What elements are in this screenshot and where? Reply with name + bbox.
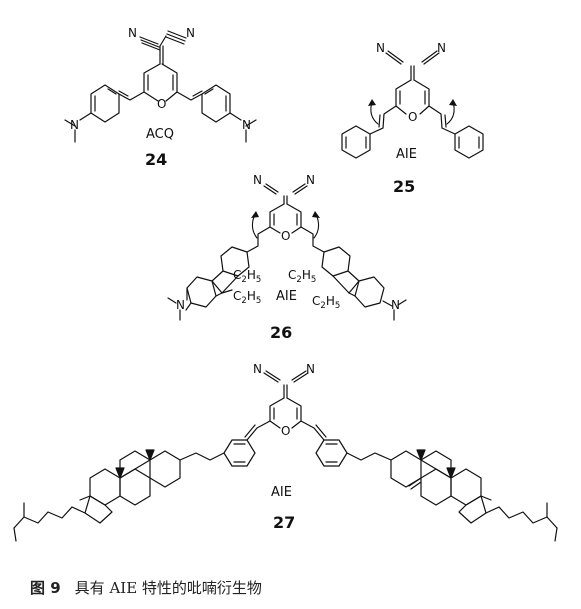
compound-24-ring-oxygen: O <box>157 97 166 111</box>
compound-27-ring-oxygen: O <box>281 424 290 438</box>
figure-label: 图 9 <box>30 579 61 597</box>
compound-24-structure <box>64 30 257 143</box>
figure-caption-text: 具有 AIE 特性的吡喃衍生物 <box>74 579 262 597</box>
compound-26-tag: AIE <box>276 289 297 304</box>
compound-24-tag: ACQ <box>146 127 174 142</box>
compound-25-nitrile-n-left: N <box>376 41 385 55</box>
compound-26-nitrile-n-right: N <box>306 173 315 187</box>
compound-24-number: 24 <box>145 150 167 169</box>
compound-27-nitrile-n-left: N <box>253 362 262 376</box>
compound-26-ethyl-lower-right: C2H5 <box>312 294 340 311</box>
compound-26-ring-oxygen: O <box>281 229 290 243</box>
compound-24-nitrile-n-right: N <box>186 26 195 40</box>
compound-26-ethyl-lower-left: C2H5 <box>233 289 261 306</box>
compound-25-nitrile-n-right: N <box>437 41 446 55</box>
compound-24-amine-n-left: N <box>70 118 79 132</box>
compound-27-structure <box>13 370 558 542</box>
compound-24-amine-n-right: N <box>242 118 251 132</box>
compound-27-number: 27 <box>273 513 295 532</box>
chemical-structures-figure: N N O N N ACQ 24 N N O AIE 25 <box>13 26 558 542</box>
compound-25-tag: AIE <box>396 147 417 162</box>
compound-25-structure <box>341 50 484 159</box>
compound-26-ethyl-upper-left: C2H5 <box>233 268 261 285</box>
compound-26-number: 26 <box>270 323 292 342</box>
compound-27-tag: AIE <box>271 485 292 500</box>
compound-26-ethyl-upper-right: C2H5 <box>288 268 316 285</box>
compound-24-nitrile-n-left: N <box>128 26 137 40</box>
compound-26-amine-n-left: N <box>176 298 185 312</box>
compound-26-nitrile-n-left: N <box>253 173 262 187</box>
compound-27-nitrile-n-right: N <box>306 362 315 376</box>
compound-26-amine-n-right: N <box>391 298 400 312</box>
compound-26-structure <box>167 183 407 321</box>
compound-25-ring-oxygen: O <box>408 110 417 124</box>
figure-caption: 图 9 具有 AIE 特性的吡喃衍生物 <box>30 577 262 598</box>
compound-25-number: 25 <box>393 177 415 196</box>
